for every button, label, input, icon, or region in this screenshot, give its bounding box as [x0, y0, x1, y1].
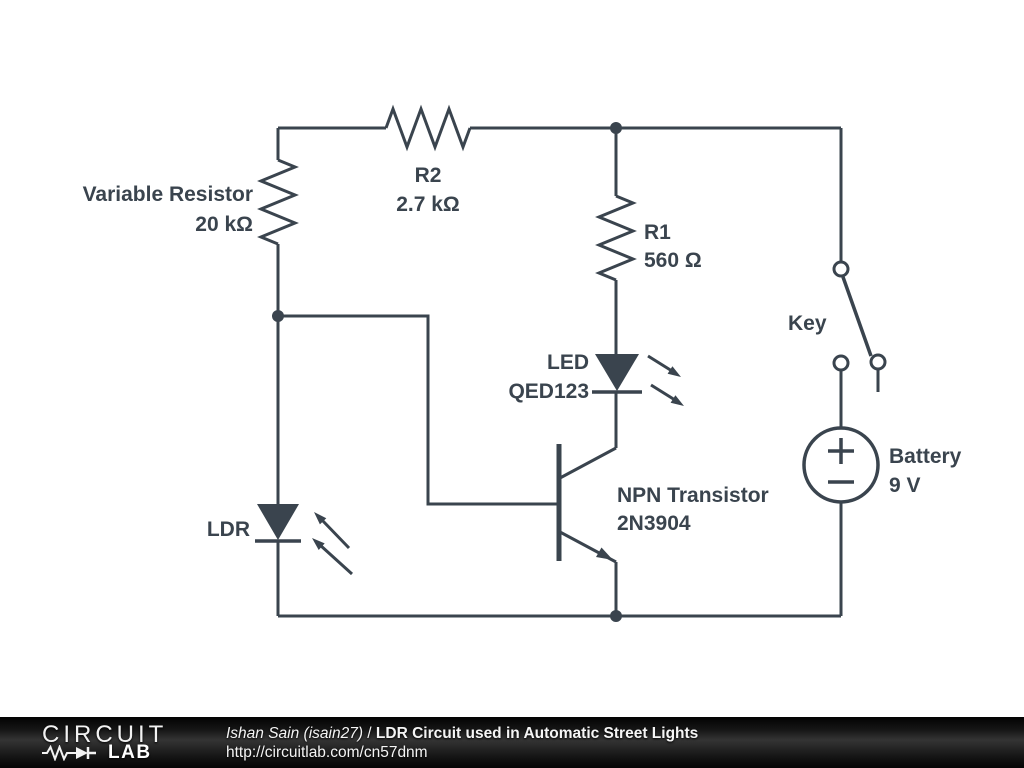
npn-name-label: NPN Transistor: [617, 484, 769, 507]
key-label: Key: [788, 312, 827, 335]
resistor-diode-icon: [42, 745, 96, 761]
plus-icon: [828, 438, 854, 464]
led-name-label: LED: [547, 351, 589, 374]
logo-circuit-text: CIRCUIT: [42, 721, 168, 748]
circuitlab-logo[interactable]: CIRCUIT LAB: [42, 721, 192, 763]
variable-resistor-value-label: 20 kΩ: [195, 213, 253, 236]
junction-dots: [272, 122, 622, 622]
battery-value-label: 9 V: [889, 474, 921, 497]
ldr-incident-arrows-icon: [312, 512, 354, 576]
r2-value-label: 2.7 kΩ: [396, 193, 460, 216]
r1-name-label: R1: [644, 221, 671, 244]
npn-value-label: 2N3904: [617, 512, 691, 535]
variable-resistor-name-label: Variable Resistor: [83, 183, 253, 206]
key-switch: Key: [788, 260, 887, 392]
ldr-photodiode: LDR: [207, 504, 354, 576]
r1-value-label: 560 Ω: [644, 249, 702, 272]
battery-name-label: Battery: [889, 445, 962, 468]
led-emission-arrows-icon: [647, 354, 684, 406]
attribution-bar: CIRCUIT LAB Ishan Sain (isain27) / LDR C…: [0, 717, 1024, 768]
resistor-r1: R1 560 Ω: [595, 194, 702, 282]
circuit-url[interactable]: http://circuitlab.com/cn57dnm: [226, 743, 428, 761]
separator: /: [363, 724, 376, 742]
wires: [276, 126, 843, 618]
attribution-text: Ishan Sain (isain27) / LDR Circuit used …: [226, 724, 698, 762]
resistor-r2: R2 2.7 kΩ: [384, 104, 472, 216]
variable-resistor: Variable Resistor 20 kΩ: [83, 158, 299, 246]
emitter-arrow-icon: [596, 547, 613, 560]
led-value-label: QED123: [508, 380, 589, 403]
ldr-label: LDR: [207, 518, 250, 541]
npn-transistor: NPN Transistor 2N3904: [556, 444, 769, 564]
logo-lab-text: LAB: [108, 742, 152, 763]
circuit-title: LDR Circuit used in Automatic Street Lig…: [375, 724, 699, 742]
attribution-line1: Ishan Sain (isain27) / LDR Circuit used …: [226, 724, 698, 743]
circuit-schematic: R2 2.7 kΩ Variable Resistor 20 kΩ R1 560…: [83, 104, 962, 622]
led-diode: LED QED123: [508, 351, 684, 406]
author-name: Ishan Sain (isain27): [226, 724, 363, 742]
r2-name-label: R2: [415, 164, 442, 187]
battery-source: Battery 9 V: [802, 426, 962, 504]
